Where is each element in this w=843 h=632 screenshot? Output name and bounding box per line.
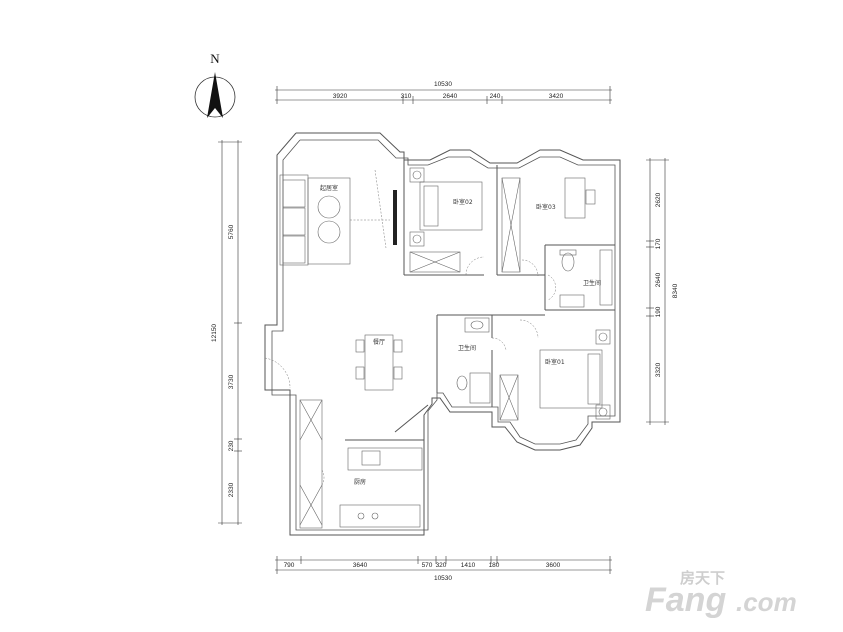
exterior-walls (264, 132, 621, 536)
room-label-bath-mid: 卫生间 (458, 344, 476, 352)
dim-right-seg: 170 (655, 238, 662, 249)
room-label-bath-top: 卫生间 (583, 279, 601, 287)
dim-left-seg: 230 (228, 440, 235, 451)
room-label-bedroom3: 卧室03 (536, 203, 556, 211)
room-label-living: 起居室 (320, 184, 338, 192)
bedroom3-furniture (501, 177, 596, 277)
left-dimensions: 12150 5760 3730 230 2330 (211, 140, 242, 525)
dim-left-seg: 3730 (228, 374, 235, 389)
dim-top-total: 10530 (434, 81, 452, 88)
dim-right-seg: 2620 (655, 192, 662, 207)
dim-bottom-seg: 1410 (461, 562, 476, 569)
interior-walls (345, 160, 615, 441)
watermark-logo: 房天下 Fang .com (645, 569, 797, 619)
dim-top-seg: 240 (490, 93, 501, 100)
room-label-bedroom2: 卧室02 (453, 198, 473, 206)
dim-top-seg: 2640 (443, 93, 458, 100)
dim-bottom-seg: 790 (284, 562, 295, 569)
dim-top-seg: 3920 (333, 93, 348, 100)
north-compass-icon: N (194, 51, 236, 118)
dim-bottom-seg: 180 (489, 562, 500, 569)
top-dimensions: 10530 3920 310 2640 240 3420 (275, 81, 612, 104)
dim-top-seg: 310 (401, 93, 412, 100)
dim-bottom-seg: 570 (422, 562, 433, 569)
dim-right-seg: 3320 (655, 362, 662, 377)
bathroom-top-fixtures (547, 249, 613, 308)
dim-bottom-seg: 3640 (353, 562, 368, 569)
dim-bottom-total: 10530 (434, 575, 452, 582)
dim-bottom-seg: 3600 (546, 562, 561, 569)
watermark-cn: 房天下 (680, 569, 725, 587)
bed-bedroom2 (409, 167, 485, 276)
bottom-dimensions: 790 3640 570 320 1410 180 3600 10530 (275, 556, 612, 582)
dim-left-seg: 2330 (228, 482, 235, 497)
kitchen-fixtures (299, 399, 423, 529)
dim-right-total: 8340 (672, 283, 679, 298)
sofa (279, 174, 351, 266)
bed-master (499, 329, 611, 421)
dining-table (264, 334, 403, 391)
dim-top-seg: 3420 (549, 93, 564, 100)
tv-cabinet (350, 169, 397, 249)
watermark-suffix: .com (736, 587, 797, 617)
watermark-en: Fang (645, 581, 726, 619)
room-label-master: 卧室01 (545, 358, 565, 366)
dim-right-seg: 190 (655, 306, 662, 317)
dim-right-seg: 2640 (655, 272, 662, 287)
room-label-dining: 餐厅 (373, 338, 385, 346)
north-label: N (210, 51, 220, 66)
dim-left-total: 12150 (211, 324, 218, 342)
bathroom-mid-fixtures (456, 317, 539, 404)
dim-left-seg: 5760 (228, 224, 235, 239)
right-dimensions: 2620 170 2640 190 3320 8340 (646, 158, 679, 425)
room-label-kitchen: 厨房 (354, 478, 366, 486)
dim-bottom-seg: 320 (436, 562, 447, 569)
